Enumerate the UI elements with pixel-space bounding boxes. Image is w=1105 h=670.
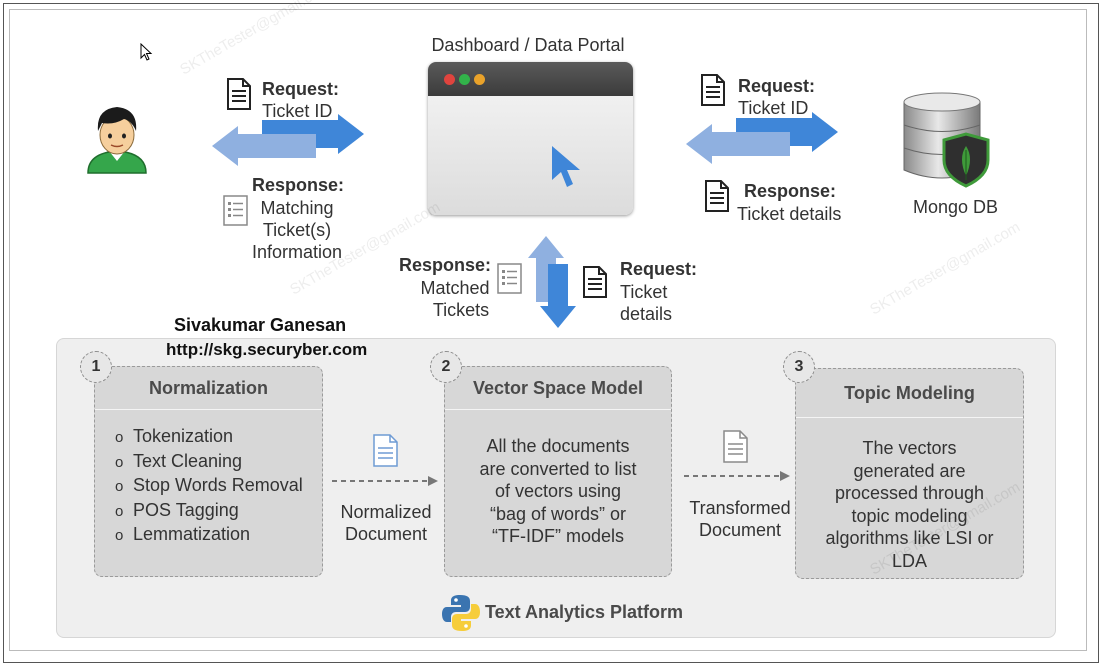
stage-description: The vectors generated are processed thro… <box>806 437 1013 572</box>
database-icon <box>903 92 990 188</box>
step-item: Stop Words Removal <box>115 474 303 499</box>
right-response-title: Response: <box>744 181 837 201</box>
db-request-document-icon <box>701 74 725 106</box>
mouse-cursor-icon <box>140 43 153 61</box>
author-url: http://skg.securyber.com <box>166 340 368 359</box>
db-response-document-icon <box>705 180 729 212</box>
vertical-response-title: Response: <box>399 255 492 275</box>
left-response-title: Response: <box>252 175 345 195</box>
minimize-dot-icon <box>474 74 485 85</box>
transformed-flow-arrow <box>684 471 790 481</box>
stage-normalization: Normalization Tokenization Text Cleaning… <box>94 366 323 577</box>
author-name: Sivakumar Ganesan <box>174 315 347 335</box>
right-request-text: Ticket ID <box>738 98 809 118</box>
right-request-title: Request: <box>738 76 816 96</box>
maximize-dot-icon <box>459 74 470 85</box>
stage-topic-modeling: Topic Modeling The vectors generated are… <box>795 368 1024 579</box>
transition-2-line-2: Document <box>698 520 782 540</box>
vertical-request-line-1: Ticket <box>620 282 668 302</box>
user-avatar-icon <box>87 107 147 174</box>
step-item: Lemmatization <box>115 523 303 548</box>
description-line: algorithms like LSI or <box>825 528 994 548</box>
platform-label: Text Analytics Platform <box>485 602 684 622</box>
normalization-steps: Tokenization Text Cleaning Stop Words Re… <box>115 425 303 548</box>
portal-title: Dashboard / Data Portal <box>431 35 625 55</box>
left-response-line-1: Matching <box>260 198 334 218</box>
right-response-text: Ticket details <box>737 204 842 224</box>
stage-title: Vector Space Model <box>445 367 671 410</box>
vertical-response-line-2: Tickets <box>432 300 490 320</box>
window-titlebar <box>428 62 633 96</box>
left-request-title: Request: <box>262 79 340 99</box>
step-item: Tokenization <box>115 425 303 450</box>
description-line: of vectors using <box>494 481 622 501</box>
transition-2-line-1: Transformed <box>689 498 791 518</box>
description-line: “TF-IDF” models <box>492 526 624 546</box>
description-line: are converted to list <box>479 458 637 479</box>
step-item: Text Cleaning <box>115 450 303 475</box>
transition-1-line-1: Normalized <box>340 502 432 522</box>
description-line: The vectors <box>862 438 957 458</box>
python-logo-icon <box>442 595 480 631</box>
ticket-request-document-icon <box>583 266 607 298</box>
right-exchange-arrows <box>686 112 838 164</box>
stage-vector-space-model: Vector Space Model All the documents are… <box>444 366 672 577</box>
vertical-request-line-2: details <box>620 304 673 324</box>
transition-1-line-2: Document <box>344 524 428 544</box>
matched-list-icon <box>497 263 522 294</box>
pointer-arrow-icon <box>552 146 580 187</box>
stage-description: All the documents are converted to list … <box>455 435 661 548</box>
close-dot-icon <box>444 74 455 85</box>
left-response-line-2: Ticket(s) <box>262 220 332 240</box>
left-request-text: Ticket ID <box>262 101 333 121</box>
database-label: Mongo DB <box>913 197 999 217</box>
vertical-response-line-1: Matched <box>420 278 490 298</box>
normalized-document-icon <box>373 434 398 467</box>
stage-title: Normalization <box>95 367 322 410</box>
description-line: All the documents <box>486 436 630 456</box>
description-line: processed through <box>834 483 985 503</box>
vertical-exchange-arrows <box>528 236 576 328</box>
inner-frame <box>9 9 1087 651</box>
outer-frame <box>3 3 1099 663</box>
step-number-badge: 1 <box>80 351 112 383</box>
step-item: POS Tagging <box>115 499 303 524</box>
description-line: topic modeling <box>851 505 968 526</box>
stage-title: Topic Modeling <box>796 369 1023 418</box>
step-number-badge: 2 <box>430 351 462 383</box>
left-exchange-arrows <box>212 114 364 166</box>
left-response-line-3: Information <box>251 242 343 262</box>
description-line: “bag of words” or <box>489 503 627 524</box>
response-list-icon <box>223 195 248 226</box>
transformed-document-icon <box>723 430 748 463</box>
step-number-badge: 3 <box>783 351 815 383</box>
description-line: generated are <box>853 460 966 481</box>
request-document-icon <box>227 78 251 110</box>
normalized-flow-arrow <box>332 476 438 486</box>
dashboard-window <box>428 62 633 215</box>
vertical-request-title: Request: <box>620 259 698 279</box>
description-line: LDA <box>891 550 927 571</box>
